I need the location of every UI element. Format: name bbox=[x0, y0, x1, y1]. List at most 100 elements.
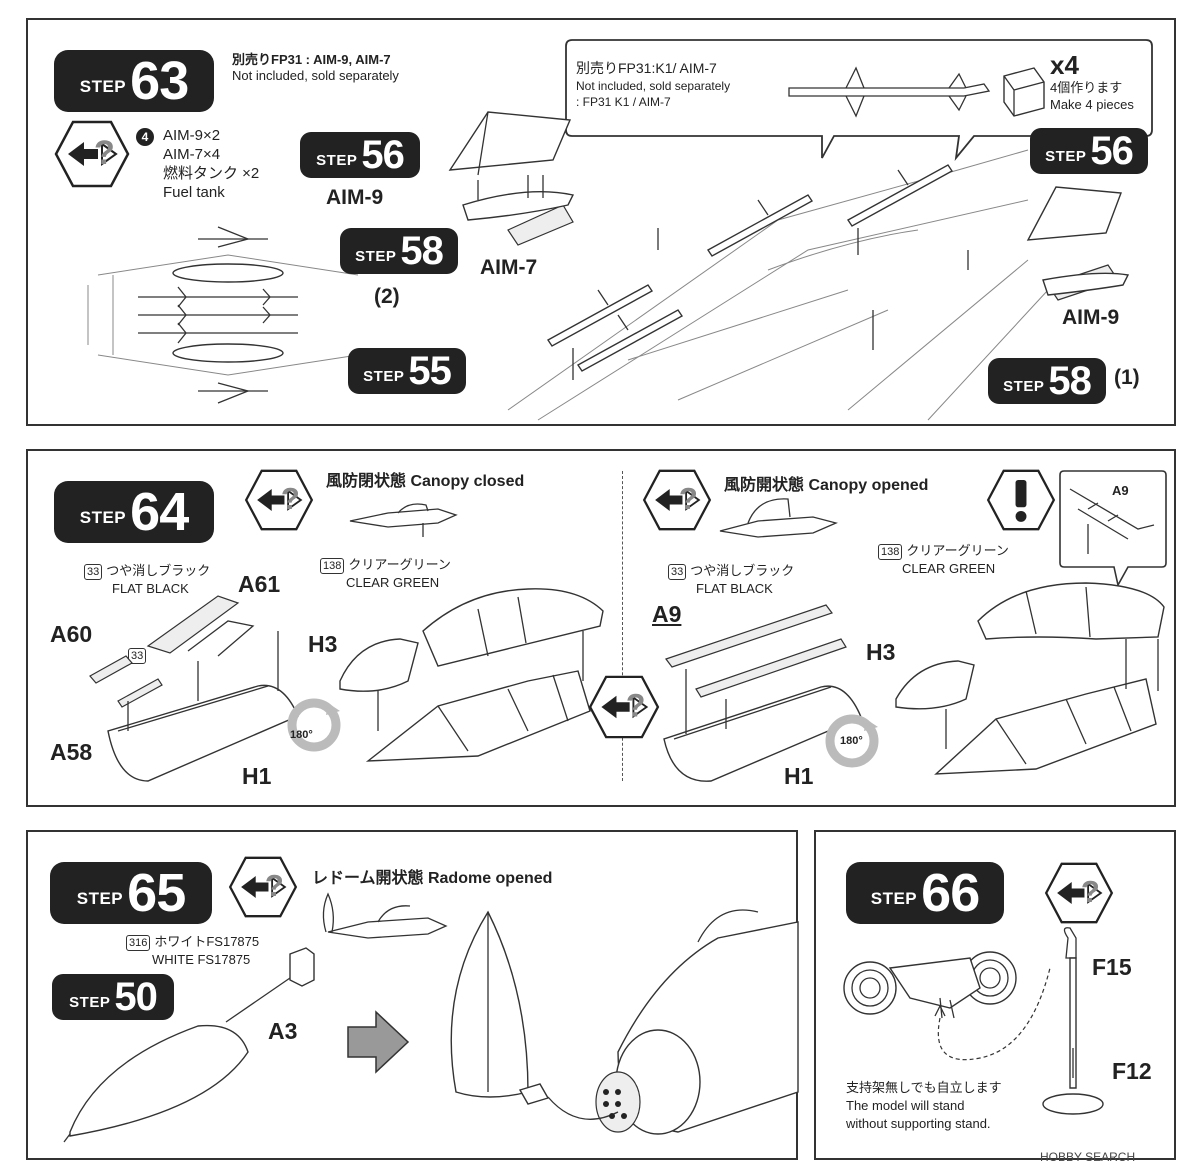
clear-green-en-right: CLEAR GREEN bbox=[902, 561, 996, 576]
stand-note-jp: 支持架無しでも自立します bbox=[846, 1080, 1002, 1095]
step-64-badge: STEP 64 bbox=[54, 481, 214, 543]
step-66-panel: STEP 66 ? F15 F12 支持架無しでも自立します The model… bbox=[814, 830, 1176, 1160]
step-63-note-jp: 別売りFP31 : AIM-9, AIM-7 bbox=[232, 52, 391, 67]
flat-black-en-right: FLAT BLACK bbox=[696, 581, 773, 596]
part-a3: A3 bbox=[268, 1018, 298, 1044]
part-h1-left: H1 bbox=[242, 763, 272, 789]
rotate-label-left: 180° bbox=[290, 729, 313, 741]
ref-step-56-right: STEP 56 bbox=[1030, 128, 1148, 174]
option-hex-closed-icon: ? bbox=[244, 469, 314, 531]
flat-black-en: FLAT BLACK bbox=[112, 581, 189, 596]
part-h3-left: H3 bbox=[308, 631, 338, 657]
svg-text:?: ? bbox=[1081, 874, 1100, 909]
ref-step-50: STEP 50 bbox=[52, 974, 174, 1020]
ref-step-58-left: STEP 58 bbox=[340, 228, 458, 274]
option-hex-icon: ? bbox=[54, 120, 130, 188]
watermark: HOBBY SEARCH bbox=[1040, 1150, 1135, 1164]
aircraft-opened-thumb bbox=[719, 498, 838, 538]
svg-text:?: ? bbox=[626, 687, 646, 723]
warning-hex-icon bbox=[986, 469, 1056, 531]
ref-58-left-sub: (2) bbox=[374, 285, 400, 308]
callout-line-1: 別売りFP31:K1/ AIM-7 bbox=[576, 60, 717, 76]
qty-jp: 4個作ります bbox=[1050, 80, 1123, 95]
svg-text:?: ? bbox=[281, 481, 300, 516]
step-number: 65 bbox=[127, 863, 186, 923]
cockpit-parts-right-drawing bbox=[663, 604, 862, 782]
aircraft-underside-drawing bbox=[87, 226, 359, 404]
rotate-label-right: 180° bbox=[840, 735, 863, 747]
a9-detail-label: A9 bbox=[1112, 483, 1129, 498]
small-color-33: 33 bbox=[128, 647, 150, 664]
step-63-note-en: Not included, sold separately bbox=[232, 68, 399, 83]
option-line-1: AIM-9×2 bbox=[163, 127, 221, 144]
ref-58-right-sub: (1) bbox=[1114, 366, 1140, 389]
option-line-2: AIM-7×4 bbox=[163, 146, 221, 163]
step-word: STEP bbox=[79, 508, 127, 527]
step-number: 63 bbox=[130, 51, 189, 111]
cockpit-parts-left-drawing bbox=[89, 595, 299, 782]
part-h1-right: H1 bbox=[784, 763, 814, 789]
option-line-4: Fuel tank bbox=[163, 184, 225, 201]
part-h3-right: H3 bbox=[866, 639, 896, 665]
canopy-closed-drawing bbox=[339, 588, 604, 762]
stand-note-en-1: The model will stand bbox=[846, 1098, 965, 1113]
option-line-3: 燃料タンク ×2 bbox=[163, 165, 260, 182]
part-f15: F15 bbox=[1092, 954, 1132, 980]
fuel-tank-drawing-right bbox=[1026, 186, 1122, 241]
svg-text:?: ? bbox=[679, 481, 698, 516]
step-word: STEP bbox=[76, 889, 124, 908]
aim9-left-label: AIM-9 bbox=[326, 186, 384, 209]
rotate-180-icon-right bbox=[825, 714, 879, 768]
option-hex-mid-icon: ? bbox=[588, 675, 660, 739]
callout-box bbox=[565, 39, 1153, 162]
rotate-180-icon bbox=[287, 698, 341, 752]
aircraft-radome-thumb bbox=[322, 892, 448, 939]
step-word: STEP bbox=[870, 889, 918, 908]
callout-line-2: Not included, sold separately bbox=[576, 79, 731, 93]
canopy-opened-header: 風防開状態 Canopy opened bbox=[724, 477, 929, 494]
radome-parts-drawing bbox=[63, 909, 799, 1143]
part-f12: F12 bbox=[1112, 1058, 1152, 1084]
aim9-right-label: AIM-9 bbox=[1062, 306, 1120, 329]
canopy-opened-drawing bbox=[895, 582, 1165, 775]
canopy-closed-header: 風防閉状態 Canopy closed bbox=[326, 473, 525, 490]
qty-en: Make 4 pieces bbox=[1050, 97, 1134, 112]
part-a58: A58 bbox=[50, 739, 93, 765]
watermark-text: HOBBY SEARCH bbox=[1040, 1150, 1136, 1164]
option-hex-stand-icon: ? bbox=[1044, 862, 1114, 924]
exhaust-stand-drawing bbox=[843, 927, 1104, 1115]
white-en: WHITE FS17875 bbox=[152, 952, 251, 967]
option-number-badge: 4 bbox=[136, 128, 154, 146]
step-word: STEP bbox=[79, 77, 127, 96]
step-number: 66 bbox=[921, 863, 980, 923]
canopy-divider bbox=[622, 471, 623, 781]
fuel-tank-drawing bbox=[448, 111, 572, 176]
aim7-label: AIM-7 bbox=[480, 256, 538, 279]
option-hex-opened-icon: ? bbox=[642, 469, 712, 531]
ref-step-55: STEP 55 bbox=[348, 348, 466, 394]
ref-step-56-left: STEP 56 bbox=[300, 132, 420, 178]
aircraft-closed-thumb bbox=[349, 503, 458, 537]
aircraft-wing-drawing bbox=[462, 149, 1130, 421]
part-a61: A61 bbox=[238, 571, 281, 597]
radome-opened-header: レドーム開状態 Radome opened bbox=[312, 870, 553, 887]
ref-step-58-right: STEP 58 bbox=[988, 358, 1106, 404]
qty-label: x4 bbox=[1050, 50, 1079, 80]
step-66-badge: STEP 66 bbox=[846, 862, 1004, 924]
part-a9: A9 bbox=[652, 601, 682, 627]
option-hex-radome-icon: ? bbox=[228, 856, 298, 918]
callout-line-3: : FP31 K1 / AIM-7 bbox=[576, 95, 671, 109]
clear-green-en-left: CLEAR GREEN bbox=[346, 575, 440, 590]
step-number: 64 bbox=[130, 482, 189, 542]
step-63-badge: STEP 63 bbox=[54, 50, 214, 112]
svg-text:?: ? bbox=[94, 134, 115, 172]
part-a60: A60 bbox=[50, 621, 93, 647]
svg-text:?: ? bbox=[265, 868, 284, 903]
stand-note-en-2: without supporting stand. bbox=[846, 1116, 991, 1131]
step-65-badge: STEP 65 bbox=[50, 862, 212, 924]
